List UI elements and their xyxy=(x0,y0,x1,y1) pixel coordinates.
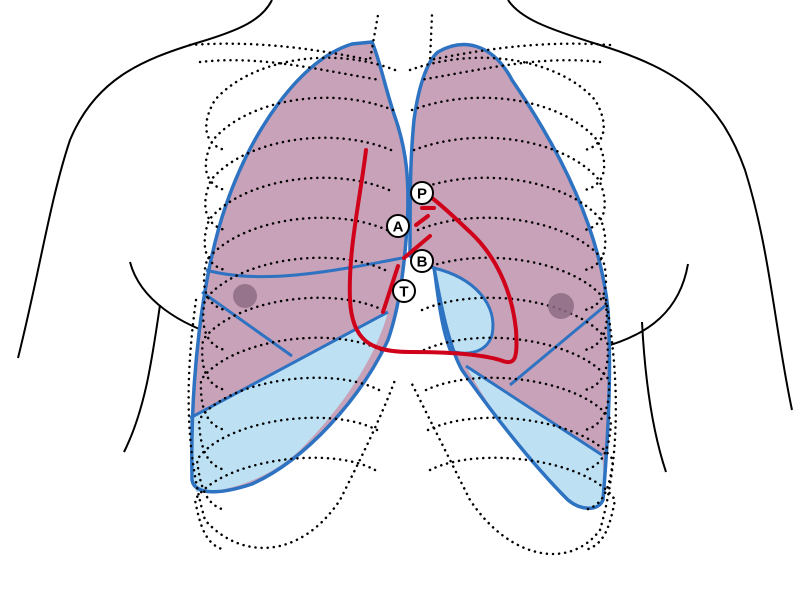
right-lung xyxy=(189,40,410,494)
label-a-text: A xyxy=(393,219,404,236)
rib-4 xyxy=(204,136,393,232)
rib-23 xyxy=(198,59,382,82)
rib-7 xyxy=(414,176,607,272)
rib-21 xyxy=(428,456,617,552)
rib-5 xyxy=(412,136,606,232)
left-shoulder-outline xyxy=(17,0,273,359)
rib-25 xyxy=(418,59,602,82)
left-lung xyxy=(408,42,612,510)
rib-24 xyxy=(428,13,612,62)
rib-3 xyxy=(410,96,606,192)
label-aortic: A xyxy=(386,214,410,238)
left-lung-outline xyxy=(408,42,612,510)
right-torso-outline xyxy=(641,321,667,473)
label-t-text: T xyxy=(399,284,408,301)
label-b-text: B xyxy=(417,254,428,271)
heart-border xyxy=(347,148,519,365)
rib-18 xyxy=(195,416,379,512)
bicuspid-valve-mark xyxy=(402,234,432,260)
rib-19 xyxy=(426,416,615,512)
left-torso-outline xyxy=(123,304,161,453)
rib-2 xyxy=(204,96,395,192)
rib-22 xyxy=(188,13,380,62)
rib-13 xyxy=(420,296,609,392)
left-fissure xyxy=(509,303,607,387)
label-pulmonic: P xyxy=(410,181,434,205)
rib-1 xyxy=(408,56,605,152)
rib-0 xyxy=(205,56,397,152)
right-horizontal-fissure xyxy=(205,256,403,279)
right-lung-lower-lobe xyxy=(189,312,388,492)
heart-outline xyxy=(347,148,519,365)
label-p-text: P xyxy=(417,186,427,203)
rib-26 xyxy=(187,298,397,550)
left-lung-lower-lobe xyxy=(466,366,604,509)
right-minor-fissure xyxy=(201,290,293,358)
aortic-valve-mark xyxy=(414,214,430,227)
label-tricuspid: T xyxy=(392,279,416,303)
rib-9 xyxy=(416,216,608,312)
right-nipple xyxy=(233,284,257,308)
left-nipple xyxy=(548,293,574,319)
left-oblique-fissure xyxy=(465,364,603,457)
rib-outlines xyxy=(187,13,618,556)
rib-17 xyxy=(424,376,613,472)
rib-27 xyxy=(408,298,618,556)
tricuspid-valve-mark xyxy=(381,264,400,314)
rib-20 xyxy=(193,456,377,552)
rib-12 xyxy=(201,296,385,392)
rib-10 xyxy=(201,256,387,352)
right-shoulder-outline xyxy=(507,0,793,411)
rib-15 xyxy=(422,336,611,432)
rib-11 xyxy=(418,256,609,352)
label-bicuspid: B xyxy=(410,249,434,273)
rib-16 xyxy=(197,376,381,472)
rib-14 xyxy=(199,336,383,432)
auscultation-labels: P A B T xyxy=(386,181,434,303)
